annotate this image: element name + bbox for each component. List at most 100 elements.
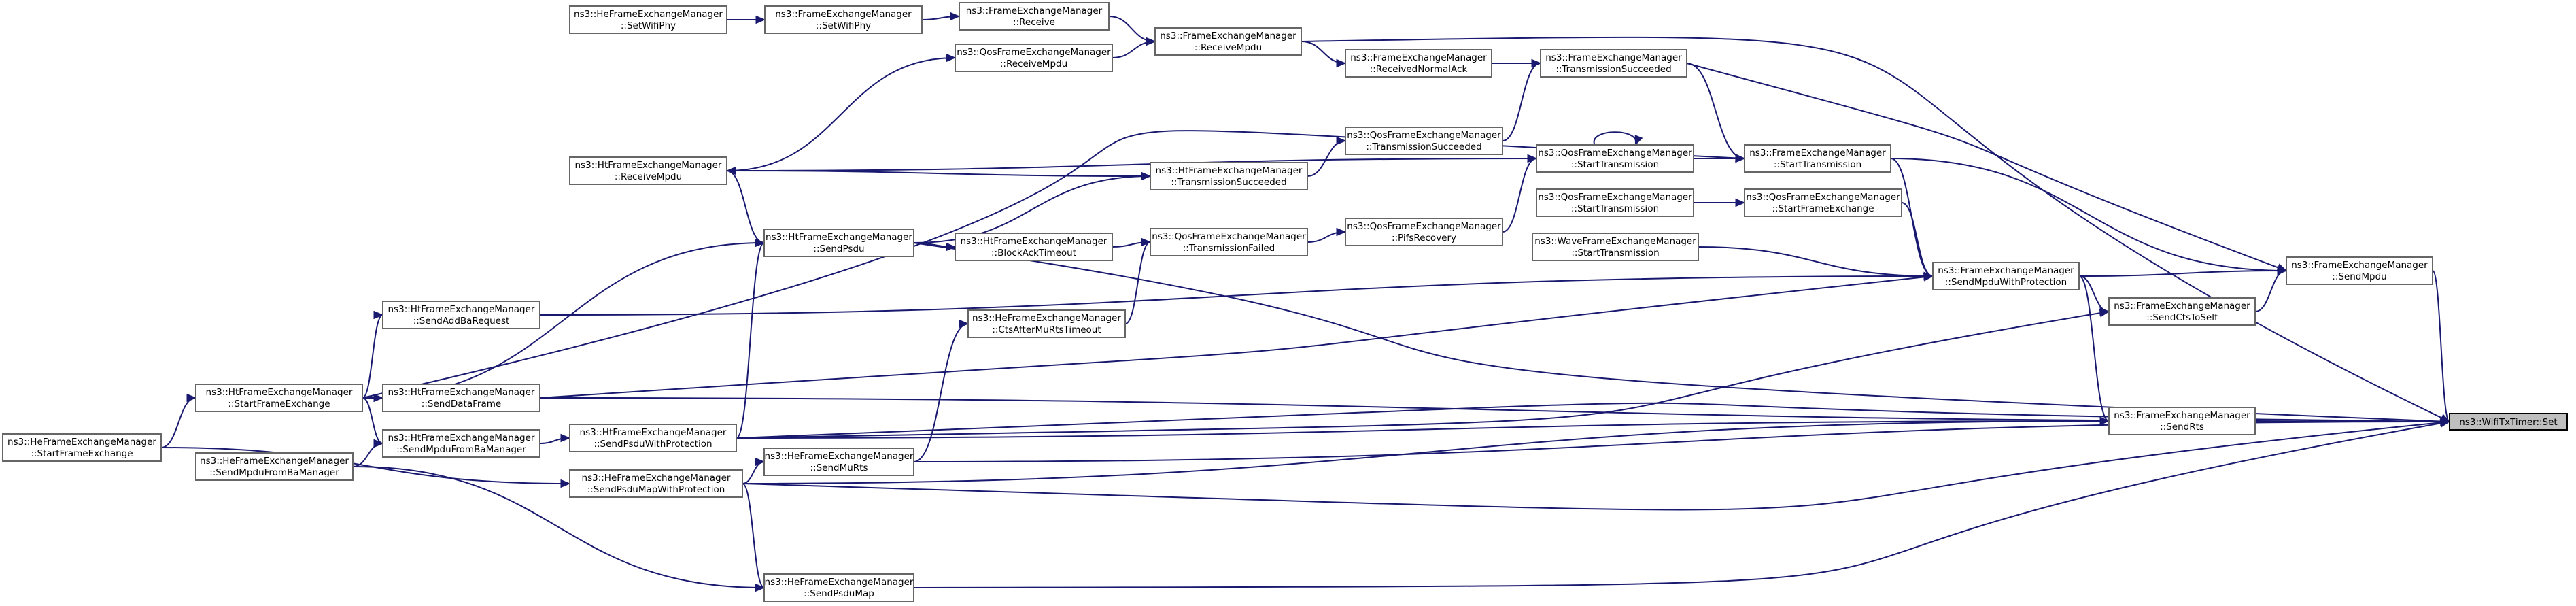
edge-line xyxy=(1686,63,1745,159)
node-method-label: ::BlockAckTimeout xyxy=(991,248,1076,258)
edge-line xyxy=(362,314,383,399)
node-box xyxy=(1532,233,1699,261)
node-ht-blockacktimeout[interactable]: ns3::HtFrameExchangeManager::BlockAckTim… xyxy=(955,233,1113,261)
node-class-label: ns3::HtFrameExchangeManager xyxy=(206,387,353,398)
edge-line xyxy=(726,170,1151,177)
arrowhead-icon xyxy=(2099,309,2110,318)
node-he-sendmpdufrombamanager[interactable]: ns3::HeFrameExchangeManager::SendMpduFro… xyxy=(195,452,354,481)
node-box xyxy=(955,233,1113,261)
node-ht-transmissionsucceeded[interactable]: ns3::HtFrameExchangeManager::Transmissio… xyxy=(1150,162,1308,190)
node-wave-starttransmission[interactable]: ns3::WaveFrameExchangeManager::StartTran… xyxy=(1532,233,1699,261)
node-class-label: ns3::QosFrameExchangeManager xyxy=(1152,231,1306,242)
node-fem-sendrts[interactable]: ns3::FrameExchangeManager::SendRts xyxy=(2108,407,2256,435)
node-he-sendpsdumap[interactable]: ns3::HeFrameExchangeManager::SendPsduMap xyxy=(763,573,914,602)
node-method-label: ::SendMpdu xyxy=(2332,271,2386,282)
node-qos-transmissionsucceeded[interactable]: ns3::QosFrameExchangeManager::Transmissi… xyxy=(1345,127,1503,155)
node-class-label: ns3::HtFrameExchangeManager xyxy=(961,236,1107,247)
edge-fem_receivempdu-to-fem_receivednormalack xyxy=(1301,41,1347,68)
node-fem-receivednormalack[interactable]: ns3::FrameExchangeManager::ReceivedNorma… xyxy=(1345,49,1492,78)
node-box xyxy=(1536,144,1694,173)
node-fem-sendmpduwithprotection[interactable]: ns3::FrameExchangeManager::SendMpduWithP… xyxy=(1932,262,2080,290)
node-class-label: ns3::QosFrameExchangeManager xyxy=(1538,148,1692,158)
edge-line xyxy=(539,275,1934,316)
node-ht-senddataframe[interactable]: ns3::HtFrameExchangeManager::SendDataFra… xyxy=(382,384,540,412)
node-fem-sendmpdu[interactable]: ns3::FrameExchangeManager::SendMpdu xyxy=(2286,256,2433,285)
edge-fem_sendmpduwithprotection-to-fem_sendmpdu xyxy=(2078,266,2288,277)
node-class-label: ns3::FrameExchangeManager xyxy=(1350,52,1487,63)
node-ht-receivempdu[interactable]: ns3::HtFrameExchangeManager::ReceiveMpdu xyxy=(569,156,727,185)
node-ht-sendaddbarequest[interactable]: ns3::HtFrameExchangeManager::SendAddBaRe… xyxy=(382,301,540,329)
node-ht-sendpsduwithprotection[interactable]: ns3::HtFrameExchangeManager::SendPsduWit… xyxy=(569,424,737,452)
arrowhead-icon xyxy=(1923,273,1934,282)
edge-line xyxy=(539,397,2450,422)
node-ht-sendpsdu[interactable]: ns3::HtFrameExchangeManager::SendPsdu xyxy=(763,229,914,257)
node-ht-sendmpdufrombamanager[interactable]: ns3::HtFrameExchangeManager::SendMpduFro… xyxy=(382,429,540,458)
node-root[interactable]: ns3::WifiTxTimer::Set xyxy=(2449,413,2568,431)
node-qos-startframeexchange[interactable]: ns3::QosFrameExchangeManager::StartFrame… xyxy=(1744,188,1902,217)
node-class-label: ns3::HeFrameExchangeManager xyxy=(574,9,723,20)
node-box xyxy=(569,156,727,185)
arrowhead-icon xyxy=(1141,171,1152,181)
edge-line xyxy=(1593,131,1637,146)
arrowhead-icon xyxy=(1336,136,1347,146)
edge-he_sendmpdufrombamanager-to-ht_sendmpdufrombamanager xyxy=(352,439,384,467)
node-class-label: ns3::QosFrameExchangeManager xyxy=(1347,130,1501,141)
node-he-sendpsdumapwithprotection[interactable]: ns3::HeFrameExchangeManager::SendPsduMap… xyxy=(569,469,743,498)
arrowhead-icon xyxy=(1141,237,1152,247)
node-class-label: ns3::WifiTxTimer::Set xyxy=(2459,417,2557,428)
edge-line xyxy=(160,397,196,448)
arrowhead-icon xyxy=(373,439,384,448)
node-box xyxy=(569,424,737,452)
edge-ht_startframeexchange-to-ht_sendaddbarequest xyxy=(362,310,384,399)
node-box xyxy=(2449,413,2568,431)
node-he-sendmurts[interactable]: ns3::HeFrameExchangeManager::SendMuRts xyxy=(763,448,914,476)
node-class-label: ns3::WaveFrameExchangeManager xyxy=(1534,236,1696,247)
node-class-label: ns3::HtFrameExchangeManager xyxy=(388,433,535,443)
node-fem-sendctstoself[interactable]: ns3::FrameExchangeManager::SendCtsToSelf xyxy=(2108,297,2256,326)
edge-he_sendpsdumapwithprotection-to-he_sendpsdumap xyxy=(742,483,766,592)
node-ht-startframeexchange[interactable]: ns3::HtFrameExchangeManager::StartFrameE… xyxy=(195,384,363,412)
edge-line xyxy=(2432,270,2450,422)
edge-line xyxy=(913,421,2450,588)
node-box xyxy=(763,229,914,257)
arrowhead-icon xyxy=(959,319,969,329)
arrowhead-icon xyxy=(1531,58,1542,68)
node-class-label: ns3::HtFrameExchangeManager xyxy=(388,387,535,398)
node-class-label: ns3::FrameExchangeManager xyxy=(2114,301,2250,312)
edge-line xyxy=(742,461,765,484)
node-method-label: ::ReceiveMpdu xyxy=(615,171,682,182)
node-box xyxy=(382,301,540,329)
arrowhead-icon xyxy=(946,242,957,252)
arrowhead-icon xyxy=(755,457,766,467)
node-fem-transmissionsucceeded[interactable]: ns3::FrameExchangeManager::TransmissionS… xyxy=(1540,49,1687,78)
node-fem-receive[interactable]: ns3::FrameExchangeManager::Receive xyxy=(959,2,1110,31)
node-method-label: ::SendMuRts xyxy=(810,462,868,473)
node-qos-pifsrecovery[interactable]: ns3::QosFrameExchangeManager::PifsRecove… xyxy=(1345,218,1503,246)
edge-line xyxy=(1890,158,2287,271)
node-class-label: ns3::HeFrameExchangeManager xyxy=(582,473,731,484)
node-box xyxy=(1345,49,1492,78)
node-he-ctsaftermurtstimeout[interactable]: ns3::HeFrameExchangeManager::CtsAfterMuR… xyxy=(967,309,1126,338)
arrowhead-icon xyxy=(560,479,571,488)
node-class-label: ns3::QosFrameExchangeManager xyxy=(1538,192,1692,203)
node-box xyxy=(1932,262,2080,290)
node-class-label: ns3::HtFrameExchangeManager xyxy=(575,160,722,171)
edge-qos_receivempdu-to-fem_receivempdu xyxy=(1112,37,1156,58)
edge-fem_transmissionsucceeded-to-fem_sendmpdu xyxy=(1686,63,2288,272)
node-fem-receivempdu[interactable]: ns3::FrameExchangeManager::ReceiveMpdu xyxy=(1154,27,1302,56)
node-fem-starttransmission[interactable]: ns3::FrameExchangeManager::StartTransmis… xyxy=(1744,144,1891,173)
node-box xyxy=(382,429,540,458)
node-qos2-starttransmission[interactable]: ns3::QosFrameExchangeManager::StartTrans… xyxy=(1536,188,1694,217)
node-he-setwifiphy[interactable]: ns3::HeFrameExchangeManager::SetWifiPhy xyxy=(569,5,727,34)
node-qos-starttransmission[interactable]: ns3::QosFrameExchangeManager::StartTrans… xyxy=(1536,144,1694,173)
node-he-startframeexchange[interactable]: ns3::HeFrameExchangeManager::StartFrameE… xyxy=(2,433,162,462)
node-class-label: ns3::HtFrameExchangeManager xyxy=(766,232,912,243)
node-fem-setwifiphy[interactable]: ns3::FrameExchangeManager::SetWifiPhy xyxy=(764,5,923,34)
edge-ht_transmissionsucceeded-to-qos_transmissionsucceeded xyxy=(1307,136,1347,177)
node-qos-receivempdu[interactable]: ns3::QosFrameExchangeManager::ReceiveMpd… xyxy=(955,44,1113,72)
node-qos-transmissionfailed[interactable]: ns3::QosFrameExchangeManager::Transmissi… xyxy=(1150,228,1308,256)
node-method-label: ::SendCtsToSelf xyxy=(2146,312,2218,323)
node-box xyxy=(1150,228,1308,256)
edge-line xyxy=(352,466,765,588)
